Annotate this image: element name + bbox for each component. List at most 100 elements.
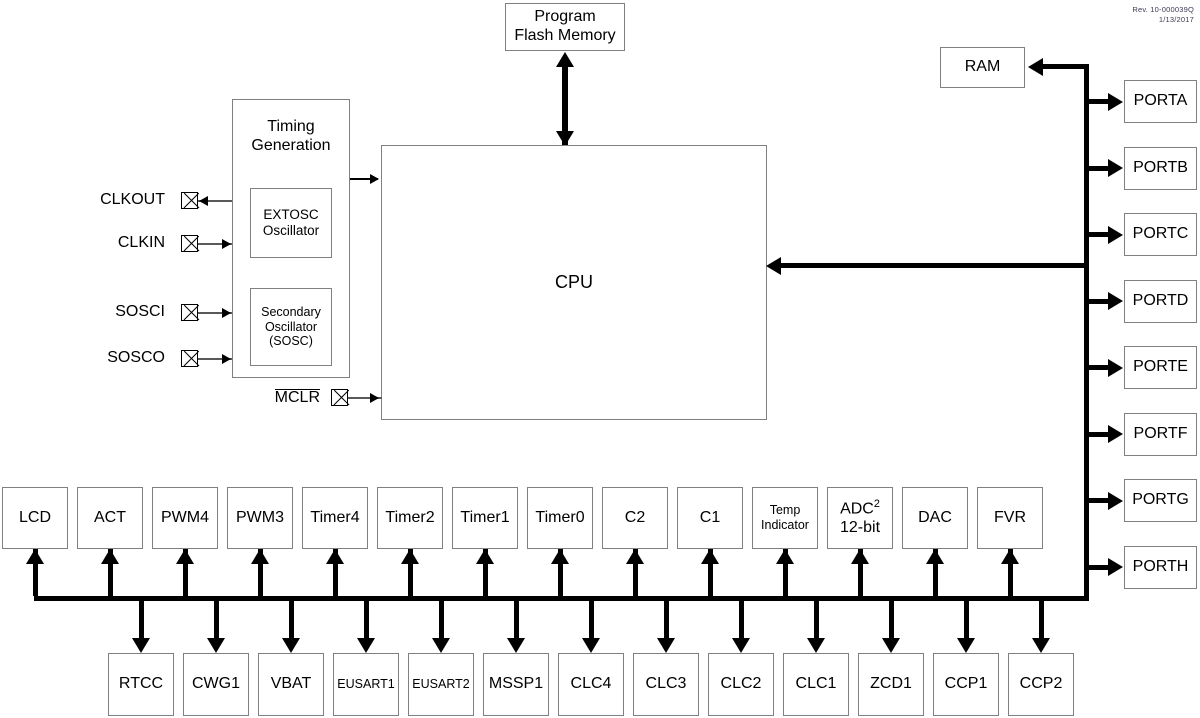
peripheral-block-cwg1[interactable]: CWG1 <box>183 653 249 716</box>
program-flash-memory-block[interactable]: Program Flash Memory <box>505 3 625 51</box>
port-feed-arrow <box>1108 558 1123 576</box>
pin-symbol-clkout[interactable] <box>181 192 198 209</box>
peripheral-bottom-feed-arrow <box>507 638 525 653</box>
peripheral-block-act[interactable]: ACT <box>77 487 143 549</box>
port-feed-arrow <box>1108 225 1123 244</box>
peripheral-block-zcd1[interactable]: ZCD1 <box>858 653 924 716</box>
peripheral-label: CLC2 <box>720 675 762 693</box>
extosc-oscillator-block[interactable]: EXTOSC Oscillator <box>250 188 332 258</box>
peripheral-bottom-feed-line <box>438 601 444 639</box>
peripheral-block-c2[interactable]: C2 <box>602 487 668 549</box>
peripheral-block-timer4[interactable]: Timer4 <box>302 487 368 549</box>
port-block-portc[interactable]: PORTC <box>1124 213 1197 256</box>
pin-symbol-clkin[interactable] <box>181 235 198 252</box>
ram-feed-line <box>1043 64 1088 69</box>
peripheral-label: RTCC <box>118 675 164 693</box>
secondary-oscillator-block[interactable]: Secondary Oscillator (SOSC) <box>250 288 332 366</box>
peripheral-top-feed-arrow <box>551 549 569 564</box>
peripheral-label: ACT <box>94 508 126 526</box>
port-block-portd[interactable]: PORTD <box>1124 279 1197 323</box>
pin-symbol-sosco[interactable] <box>181 350 198 367</box>
peripheral-top-feed-line <box>632 549 638 596</box>
port-feed-line <box>1089 365 1111 370</box>
peripheral-block-clc1[interactable]: CLC1 <box>783 653 849 716</box>
flash-cpu-bus <box>562 66 568 146</box>
peripheral-block-rtcc[interactable]: RTCC <box>108 653 174 716</box>
peripheral-block-timer1[interactable]: Timer1 <box>452 487 518 549</box>
port-label: PORTA <box>1133 92 1188 110</box>
peripheral-top-feed-line <box>707 549 713 596</box>
peripheral-label: Temp Indicator <box>761 503 809 532</box>
peripheral-bottom-feed-line <box>1038 601 1044 639</box>
pin-symbol-sosci[interactable] <box>181 304 198 321</box>
port-block-porth[interactable]: PORTH <box>1124 545 1197 589</box>
peripheral-top-feed-line <box>557 549 563 596</box>
port-block-porta[interactable]: PORTA <box>1124 80 1197 123</box>
peripheral-top-feed-arrow <box>926 549 944 564</box>
ram-label: RAM <box>964 58 1001 76</box>
port-feed-line <box>1089 99 1111 104</box>
peripheral-bottom-feed-line <box>588 601 594 639</box>
peripheral-label: EUSART2 <box>412 677 470 692</box>
pin-label-clkin: CLKIN <box>90 234 165 252</box>
peripheral-block-dac[interactable]: DAC <box>902 487 968 549</box>
peripheral-block-temp-indicator[interactable]: Temp Indicator <box>752 487 818 549</box>
peripheral-label: DAC <box>918 508 952 526</box>
peripheral-block-lcd[interactable]: LCD <box>2 487 68 549</box>
port-feed-line <box>1089 232 1111 237</box>
port-block-porte[interactable]: PORTE <box>1124 346 1197 389</box>
sosci-arrow <box>222 308 231 318</box>
peripheral-block-eusart2[interactable]: EUSART2 <box>408 653 474 716</box>
pin-symbol-mclr[interactable] <box>331 389 348 406</box>
port-feed-arrow <box>1108 425 1123 443</box>
port-block-portf[interactable]: PORTF <box>1124 412 1197 456</box>
port-block-portg[interactable]: PORTG <box>1124 479 1197 522</box>
peripheral-block-timer0[interactable]: Timer0 <box>527 487 593 549</box>
peripheral-top-feed-line <box>107 549 113 596</box>
port-label: PORTE <box>1133 358 1188 376</box>
ram-arrow <box>1028 58 1043 76</box>
peripheral-top-feed-arrow <box>101 549 119 564</box>
port-feed-arrow <box>1108 292 1123 310</box>
peripheral-label: VBAT <box>270 675 312 693</box>
peripheral-block-ccp2[interactable]: CCP2 <box>1008 653 1074 716</box>
peripheral-block-clc2[interactable]: CLC2 <box>708 653 774 716</box>
port-feed-line <box>1089 165 1111 171</box>
port-feed-line <box>1089 564 1111 570</box>
peripheral-top-feed-arrow <box>401 549 419 564</box>
peripheral-bottom-feed-arrow <box>657 638 675 653</box>
revision-line-1: Rev. 10-000039Q <box>1132 5 1194 14</box>
peripheral-bottom-feed-line <box>813 601 819 639</box>
peripheral-block-timer2[interactable]: Timer2 <box>377 487 443 549</box>
peripheral-label: CCP1 <box>944 675 988 693</box>
peripheral-block-fvr[interactable]: FVR <box>977 487 1043 549</box>
peripheral-bottom-feed-arrow <box>882 638 900 653</box>
peripheral-block-clc3[interactable]: CLC3 <box>633 653 699 716</box>
peripheral-bottom-feed-line <box>138 601 144 639</box>
peripheral-block-pwm3[interactable]: PWM3 <box>227 487 293 549</box>
revision-line-2: 1/13/2017 <box>1158 15 1194 25</box>
peripheral-block-clc4[interactable]: CLC4 <box>558 653 624 716</box>
pin-label-sosci: SOSCI <box>90 303 165 321</box>
peripheral-block-pwm4[interactable]: PWM4 <box>152 487 218 549</box>
port-feed-line <box>1089 298 1111 304</box>
cpu-block[interactable]: CPU <box>381 145 767 420</box>
peripheral-block-eusart1[interactable]: EUSART1 <box>333 653 399 716</box>
peripheral-label: CLC1 <box>795 675 837 693</box>
port-block-portb[interactable]: PORTB <box>1124 146 1197 190</box>
peripheral-block-ccp1[interactable]: CCP1 <box>933 653 999 716</box>
peripheral-top-feed-arrow <box>326 549 344 564</box>
port-label: PORTF <box>1133 424 1188 442</box>
peripheral-block-c1[interactable]: C1 <box>677 487 743 549</box>
peripheral-horizontal-bus <box>34 596 1089 601</box>
port-label: PORTH <box>1132 557 1189 575</box>
peripheral-top-feed-line <box>257 549 263 596</box>
peripheral-block-vbat[interactable]: VBAT <box>258 653 324 716</box>
peripheral-bottom-feed-line <box>363 601 369 639</box>
peripheral-top-feed-arrow <box>1001 549 1019 564</box>
clkout-line <box>198 200 232 202</box>
peripheral-block-mssp1[interactable]: MSSP1 <box>483 653 549 716</box>
ram-block[interactable]: RAM <box>940 47 1025 88</box>
flash-cpu-arrow-up <box>556 52 574 67</box>
